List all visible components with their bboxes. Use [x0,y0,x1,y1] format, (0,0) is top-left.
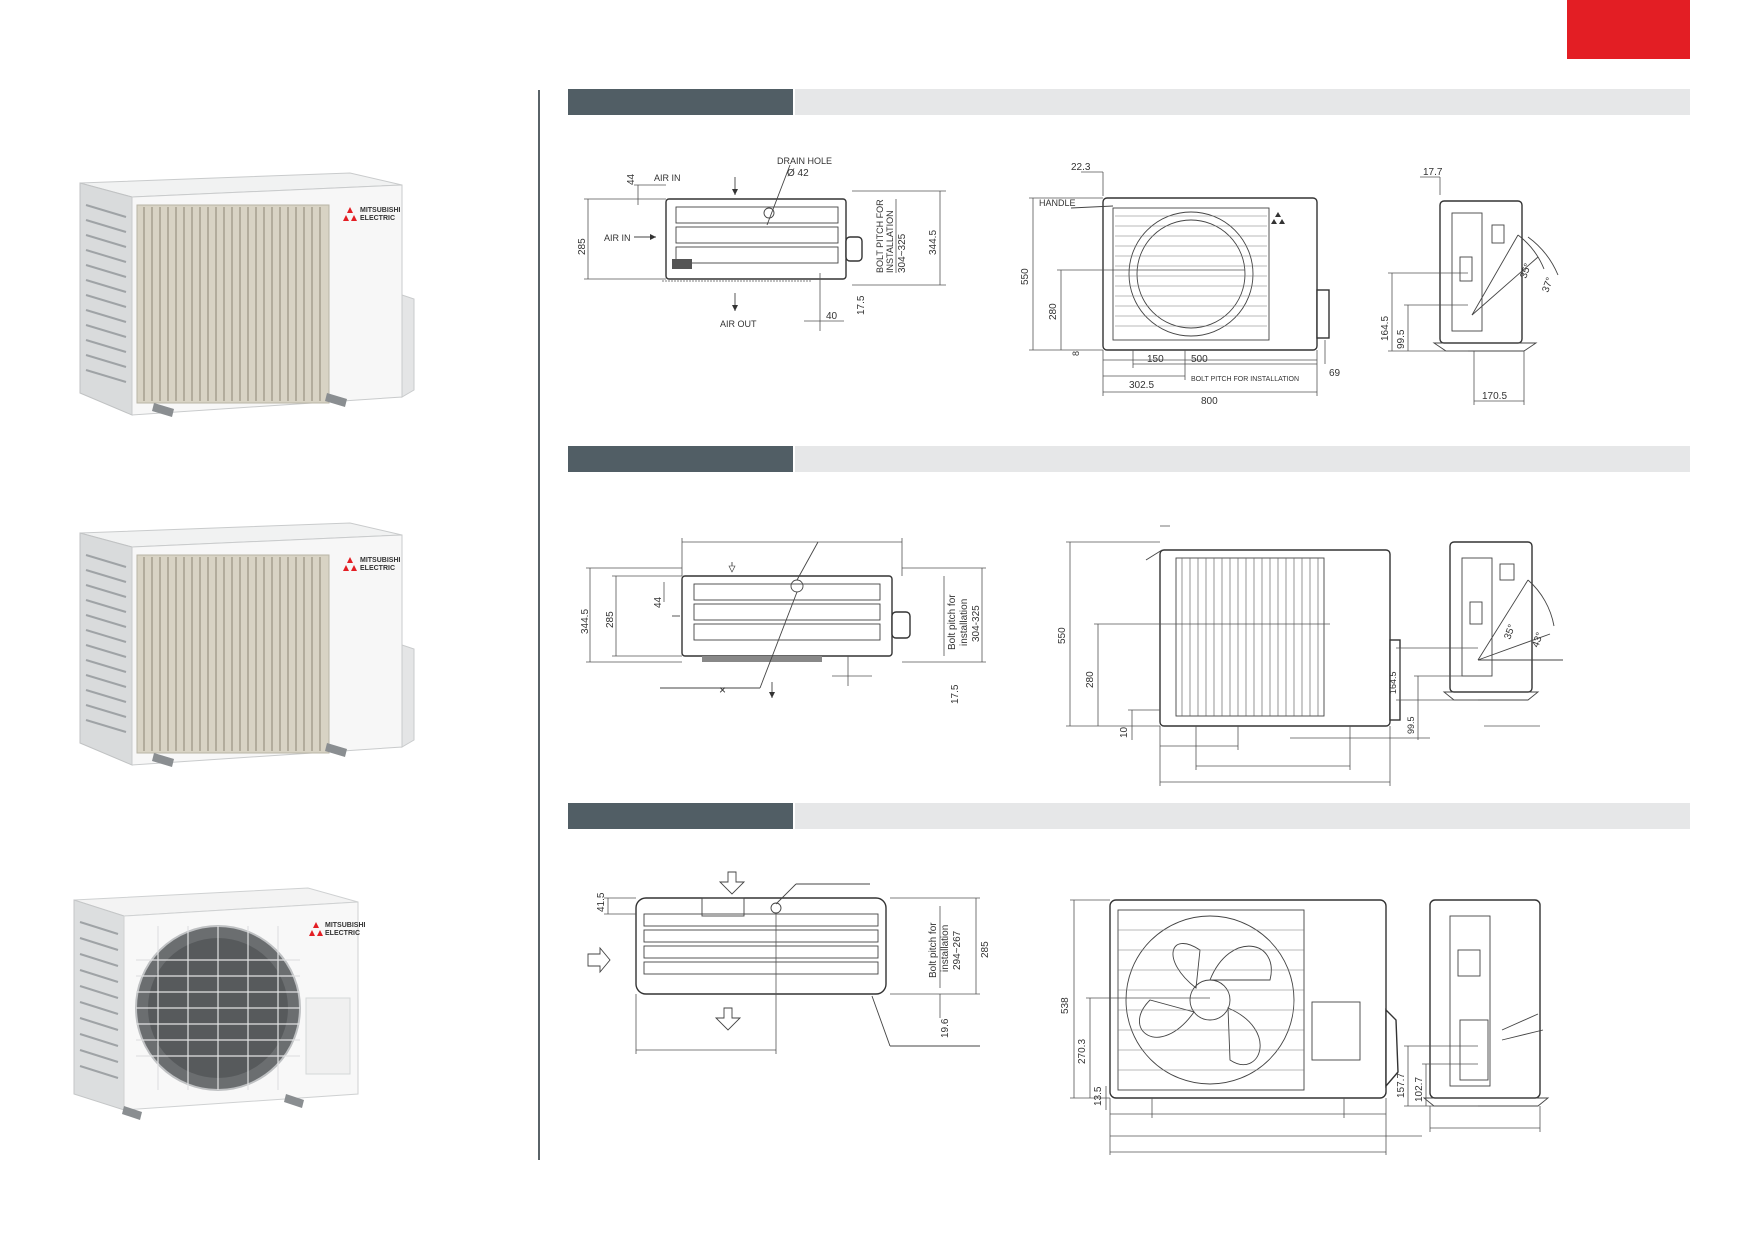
angle-35: 35° [1518,262,1534,280]
section2-top-view: × 344.5 285 44 Bolt pitch for installati… [580,538,986,704]
brand-line2: ELECTRIC [360,215,395,222]
mitsubishi-logo-icon [309,922,323,936]
dim-500: 500 [1191,354,1208,365]
label-air-in-top: AIR IN [654,173,681,183]
section1-side-view: 17.7 164.5 99.5 170.5 35° 37° [1380,167,1559,405]
dim-44: 44 [626,173,637,185]
outdoor-unit-photo-3: MITSUBISHI ELECTRIC [73,887,366,1120]
label-bolt-pitch-3: 294~267 [952,930,963,970]
brand-line1: MITSUBISHI [325,922,366,929]
label-bolt-pitch-3: 304~325 [897,233,908,273]
section-bar-1 [568,89,1690,115]
dim-69: 69 [1329,368,1341,379]
dim-270-3: 270.3 [1077,1039,1088,1064]
dim-280: 280 [1048,303,1059,320]
label-bolt-pitch-2: installation [959,599,970,646]
section-bar-dark [568,89,793,115]
dim-550: 550 [1057,627,1068,644]
label-bolt-pitch-1: Bolt pitch for [928,922,939,978]
dim-164-5: 164.5 [1380,316,1391,341]
dim-344-5: 344.5 [580,609,591,634]
angle-43: 43° [1530,631,1546,649]
dim-17-7: 17.7 [1423,167,1443,178]
label-bolt-pitch-2: installation [940,925,951,972]
section-bar-2 [568,446,1690,472]
dim-17-5: 17.5 [950,684,961,704]
dim-285: 285 [605,611,616,628]
label-handle: HANDLE [1039,198,1076,208]
section-bar-light [795,803,1690,829]
dim-157-7: 157.7 [1396,1073,1407,1098]
dim-99-5: 99.5 [1396,329,1407,349]
outdoor-unit-photo-1: MITSUBISHI ELECTRIC [79,172,415,417]
red-corner-tab [1567,0,1690,59]
dim-44: 44 [653,596,664,608]
dim-19-6: 19.6 [940,1018,951,1038]
label-air-in-side: AIR IN [604,233,631,243]
brand-line1: MITSUBISHI [360,557,401,564]
vertical-divider [538,90,540,1160]
dim-22-3: 22.3 [1071,162,1091,173]
brand-line2: ELECTRIC [325,930,360,937]
dim-550: 550 [1020,268,1031,285]
section-bar-dark [568,446,793,472]
dim-280: 280 [1085,671,1096,688]
dim-285: 285 [980,941,991,958]
section-bar-light [795,89,1690,115]
brand-line1: MITSUBISHI [360,207,401,214]
dim-150: 150 [1147,354,1164,365]
section1-top-view: AIR IN DRAIN HOLE Ø 42 AIR IN AIR OUT 44… [577,156,946,331]
mitsubishi-logo-icon [1271,212,1285,224]
angle-37: 37° [1540,276,1556,294]
dim-538: 538 [1060,997,1071,1014]
section3-front-view: 538 270.3 13.5 [1060,899,1422,1155]
dim-344-5: 344.5 [928,230,939,255]
dim-164-5: 164.5 [1388,671,1398,694]
label-drain-dia: Ø 42 [787,168,809,179]
label-air-out: AIR OUT [720,319,757,329]
label-bolt-pitch-3: 304-325 [971,605,982,642]
dim-13-5: 13.5 [1093,1086,1104,1106]
section-bar-3 [568,803,1690,829]
mitsubishi-logo-icon [343,557,357,571]
section-bar-light [795,446,1690,472]
angle-35: 35° [1502,623,1518,641]
label-bolt-pitch-install: BOLT PITCH FOR INSTALLATION [1191,376,1299,383]
section2-front-view: 550 280 10 [1057,525,1430,786]
mitsubishi-logo-icon [343,207,357,221]
dim-302-5: 302.5 [1129,380,1154,391]
outdoor-unit-photo-2: MITSUBISHI ELECTRIC [79,522,415,767]
brand-line2: ELECTRIC [360,565,395,572]
dim-99-5: 99.5 [1406,716,1416,734]
dim-102-7: 102.7 [1414,1077,1425,1102]
section2-side-view: 164.5 99.5 35° 43° [1388,541,1563,740]
dim-285: 285 [577,238,588,255]
dim-170-5: 170.5 [1482,391,1507,402]
dim-10: 10 [1119,726,1130,738]
section-bar-dark [568,803,793,829]
dim-41-5: 41.5 [596,892,607,912]
section1-front-view: 22.3 HANDLE 550 280 8 150 500 302.5 BOLT… [1020,162,1341,407]
dim-800: 800 [1201,396,1218,407]
dim-8: 8 [1071,351,1081,356]
label-bolt-pitch-1: BOLT PITCH FOR [875,199,885,273]
label-bolt-pitch-1: Bolt pitch for [947,594,958,650]
section3-side-view: 157.7 102.7 [1396,899,1550,1132]
dim-40: 40 [826,311,838,322]
cross-mark-icon: × [719,683,726,697]
label-bolt-pitch-2: INSTALLATION [885,210,895,273]
section3-top-view: 41.5 Bolt pitch for installation 294~267… [587,871,991,1054]
label-drain-hole: DRAIN HOLE [777,156,832,166]
dim-17-5: 17.5 [856,295,867,315]
